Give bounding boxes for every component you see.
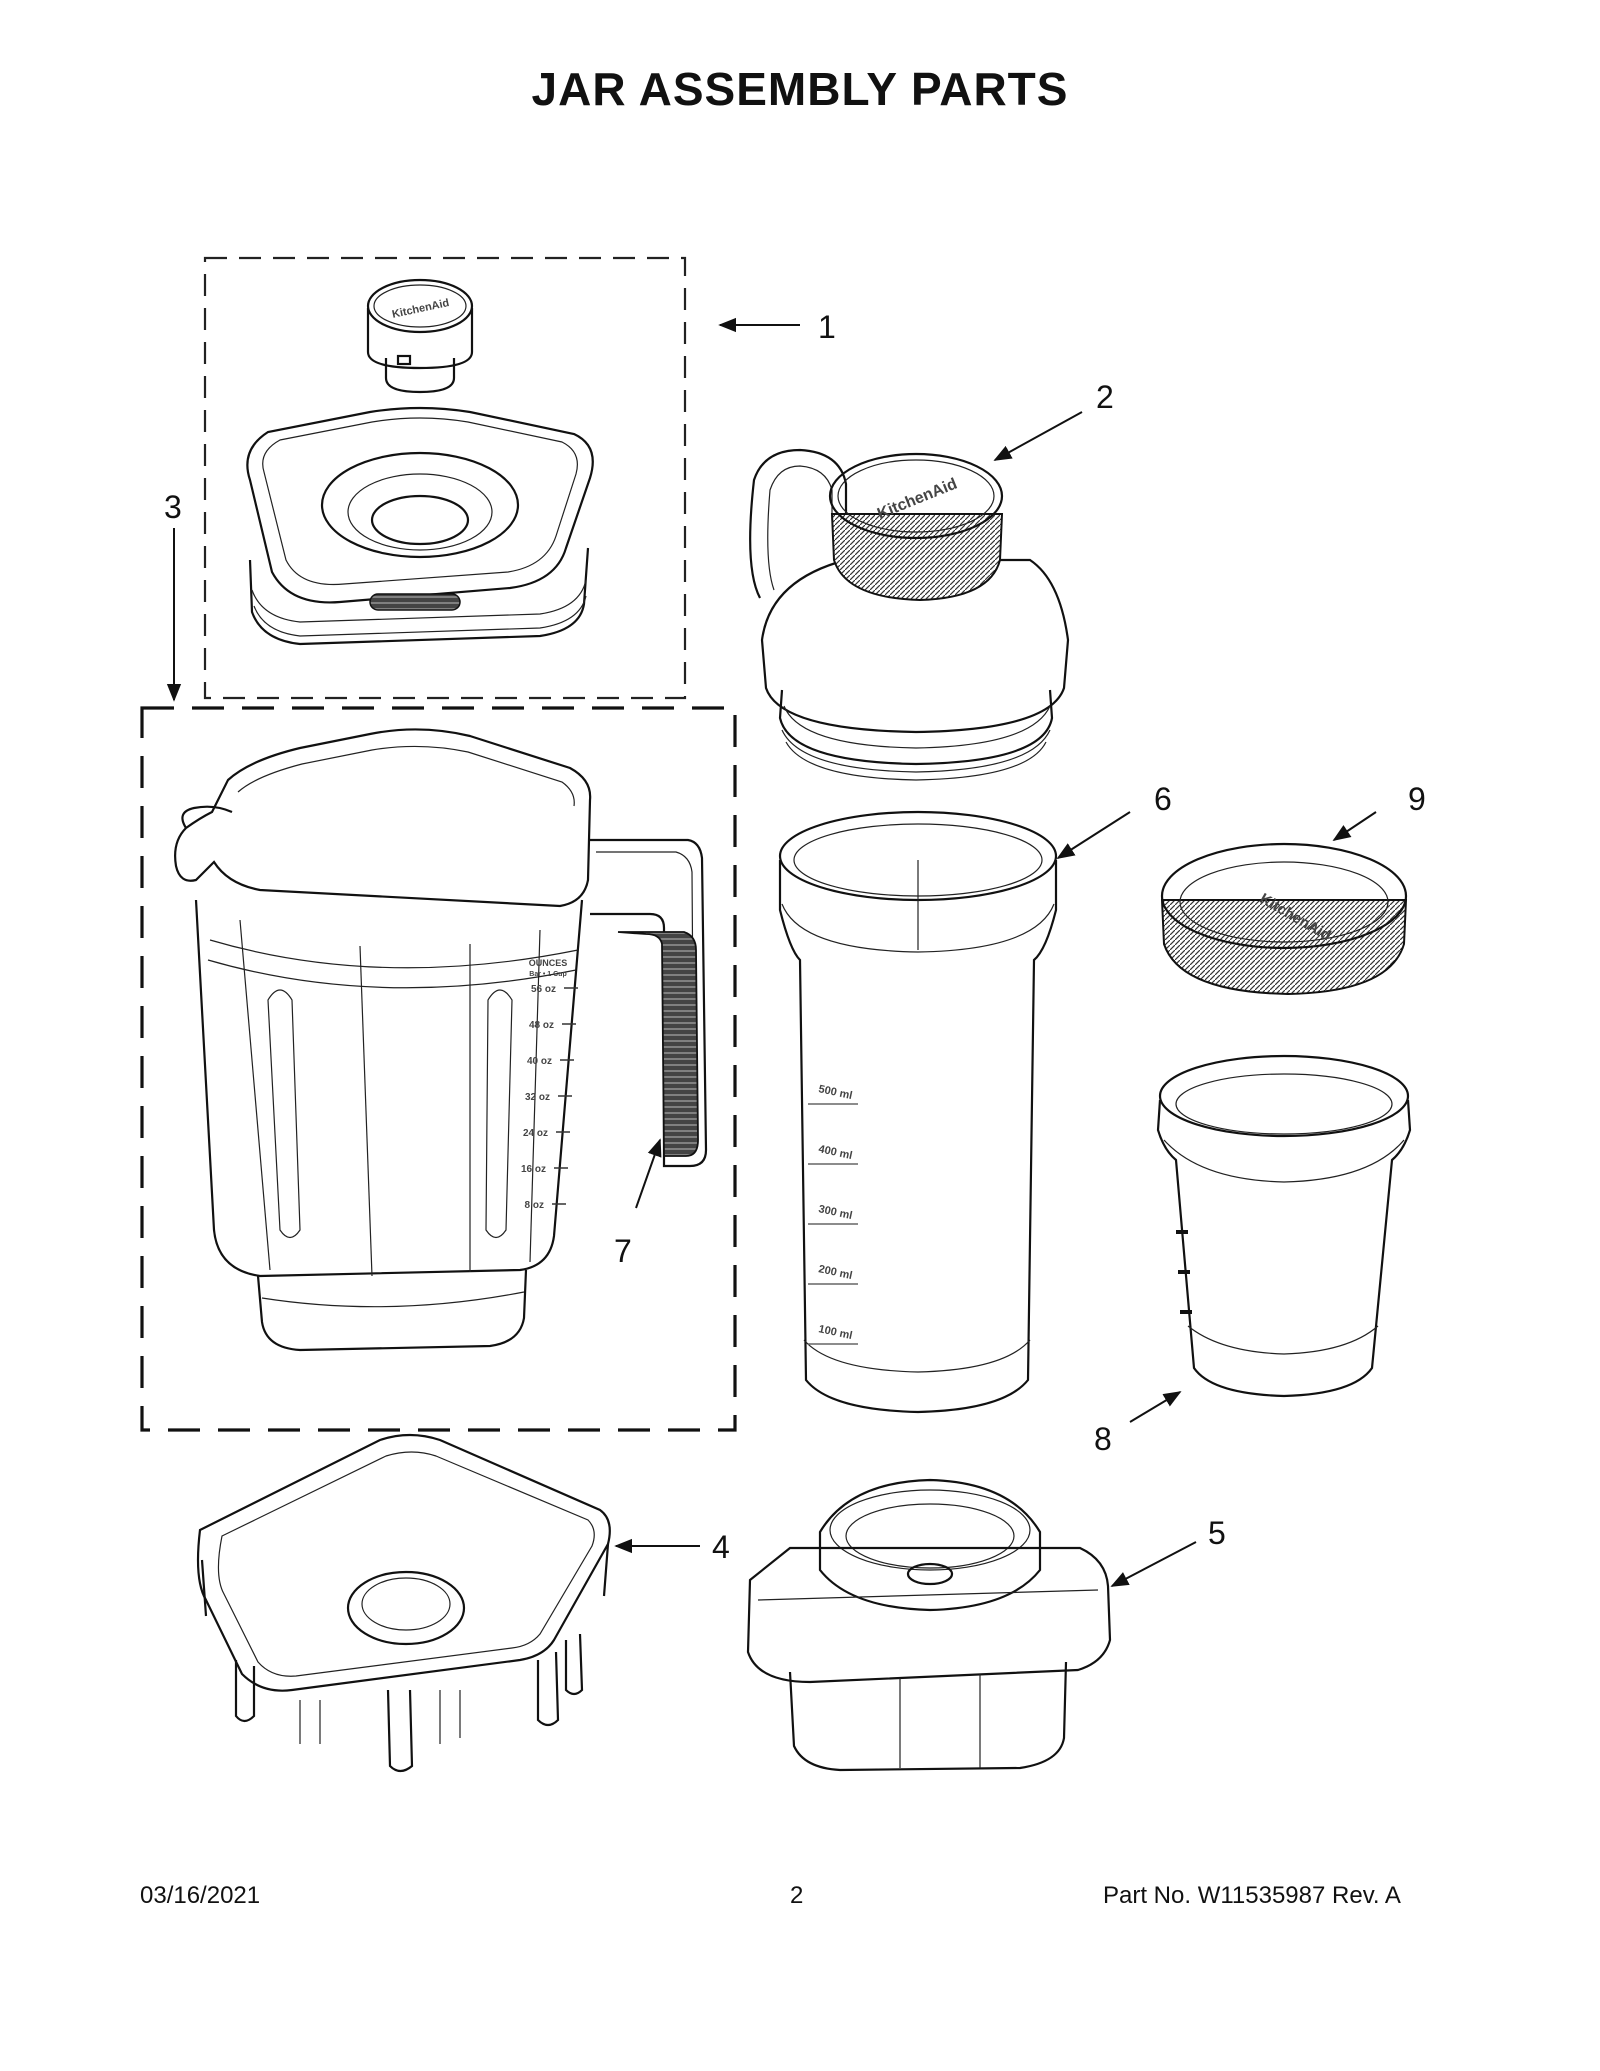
blender-cup <box>1156 1054 1412 1398</box>
callout-2: 2 <box>1096 379 1114 415</box>
bottle-scale-marks: 500 ml 400 ml 300 ml 200 ml 100 ml <box>808 1083 858 1345</box>
callout-5: 5 <box>1208 1515 1226 1551</box>
pitcher-scale-label: 32 oz <box>525 1092 550 1103</box>
lid-plug: KitchenAid <box>366 278 474 394</box>
callout-3: 3 <box>164 489 182 525</box>
callout-5-arrow <box>1110 1541 1197 1587</box>
pitcher-measurement-scale: OUNCES Bar • 1 Cup 56 oz 48 oz 40 oz 32 oz 2… <box>521 958 578 1211</box>
pitcher-scale-label: 40 oz <box>527 1056 552 1067</box>
pitcher-base <box>196 1433 611 1773</box>
callout-6: 6 <box>1154 781 1172 817</box>
pitcher-scale-label: 24 oz <box>523 1128 548 1139</box>
callout-9-arrow <box>1332 811 1377 841</box>
blender-bottle: 500 ml 400 ml 300 ml 200 ml 100 ml <box>778 810 1058 1414</box>
pitcher-scale-marks: 56 oz 48 oz 40 oz 32 oz 24 oz 16 oz 8 oz <box>521 984 578 1211</box>
footer-part-number: Part No. W11535987 Rev. A <box>1103 1882 1401 1909</box>
lid-plug-logo: KitchenAid <box>391 297 450 321</box>
cup-lid: KitchenAid <box>1160 842 1408 996</box>
callout-8: 8 <box>1094 1421 1112 1457</box>
footer-page-number: 2 <box>790 1882 804 1909</box>
blender-pitcher <box>174 728 708 1352</box>
pitcher-scale-label: 16 oz <box>521 1164 546 1175</box>
page-title: JAR ASSEMBLY PARTS <box>531 63 1069 115</box>
callout-9: 9 <box>1408 781 1426 817</box>
bottle-lid: KitchenAid <box>749 448 1070 781</box>
bottle-scale-label: 200 ml <box>817 1263 853 1282</box>
pitcher-scale-header-1: OUNCES <box>529 958 568 968</box>
callout-7: 7 <box>614 1233 632 1269</box>
callout-1: 1 <box>818 309 836 345</box>
lid-assembly-group-box <box>203 256 687 700</box>
pitcher-scale-label: 8 oz <box>525 1200 544 1211</box>
footer-date: 03/16/2021 <box>140 1882 261 1909</box>
pitcher-scale-header-2: Bar • 1 Cup <box>529 971 566 978</box>
bottle-scale-label: 500 ml <box>817 1083 853 1102</box>
callout-7-arrow <box>635 1138 662 1209</box>
lid-grip-tab <box>369 593 461 611</box>
bottle-scale-label: 300 ml <box>817 1203 853 1222</box>
bottle-blade-base <box>746 1478 1112 1772</box>
pitcher-handle-grip <box>617 931 699 1157</box>
bottle-scale-label: 100 ml <box>817 1323 853 1342</box>
pitcher-group-box <box>140 706 737 1432</box>
callout-4: 4 <box>712 1529 730 1565</box>
callout-8-arrow <box>1129 1391 1182 1423</box>
bottle-scale-label: 400 ml <box>817 1143 853 1162</box>
pitcher-scale-label: 48 oz <box>529 1020 554 1031</box>
callout-2-arrow <box>993 411 1083 461</box>
callout-6-arrow <box>1056 811 1131 859</box>
pitcher-scale-label: 56 oz <box>531 984 556 995</box>
jar-lid <box>246 406 594 646</box>
